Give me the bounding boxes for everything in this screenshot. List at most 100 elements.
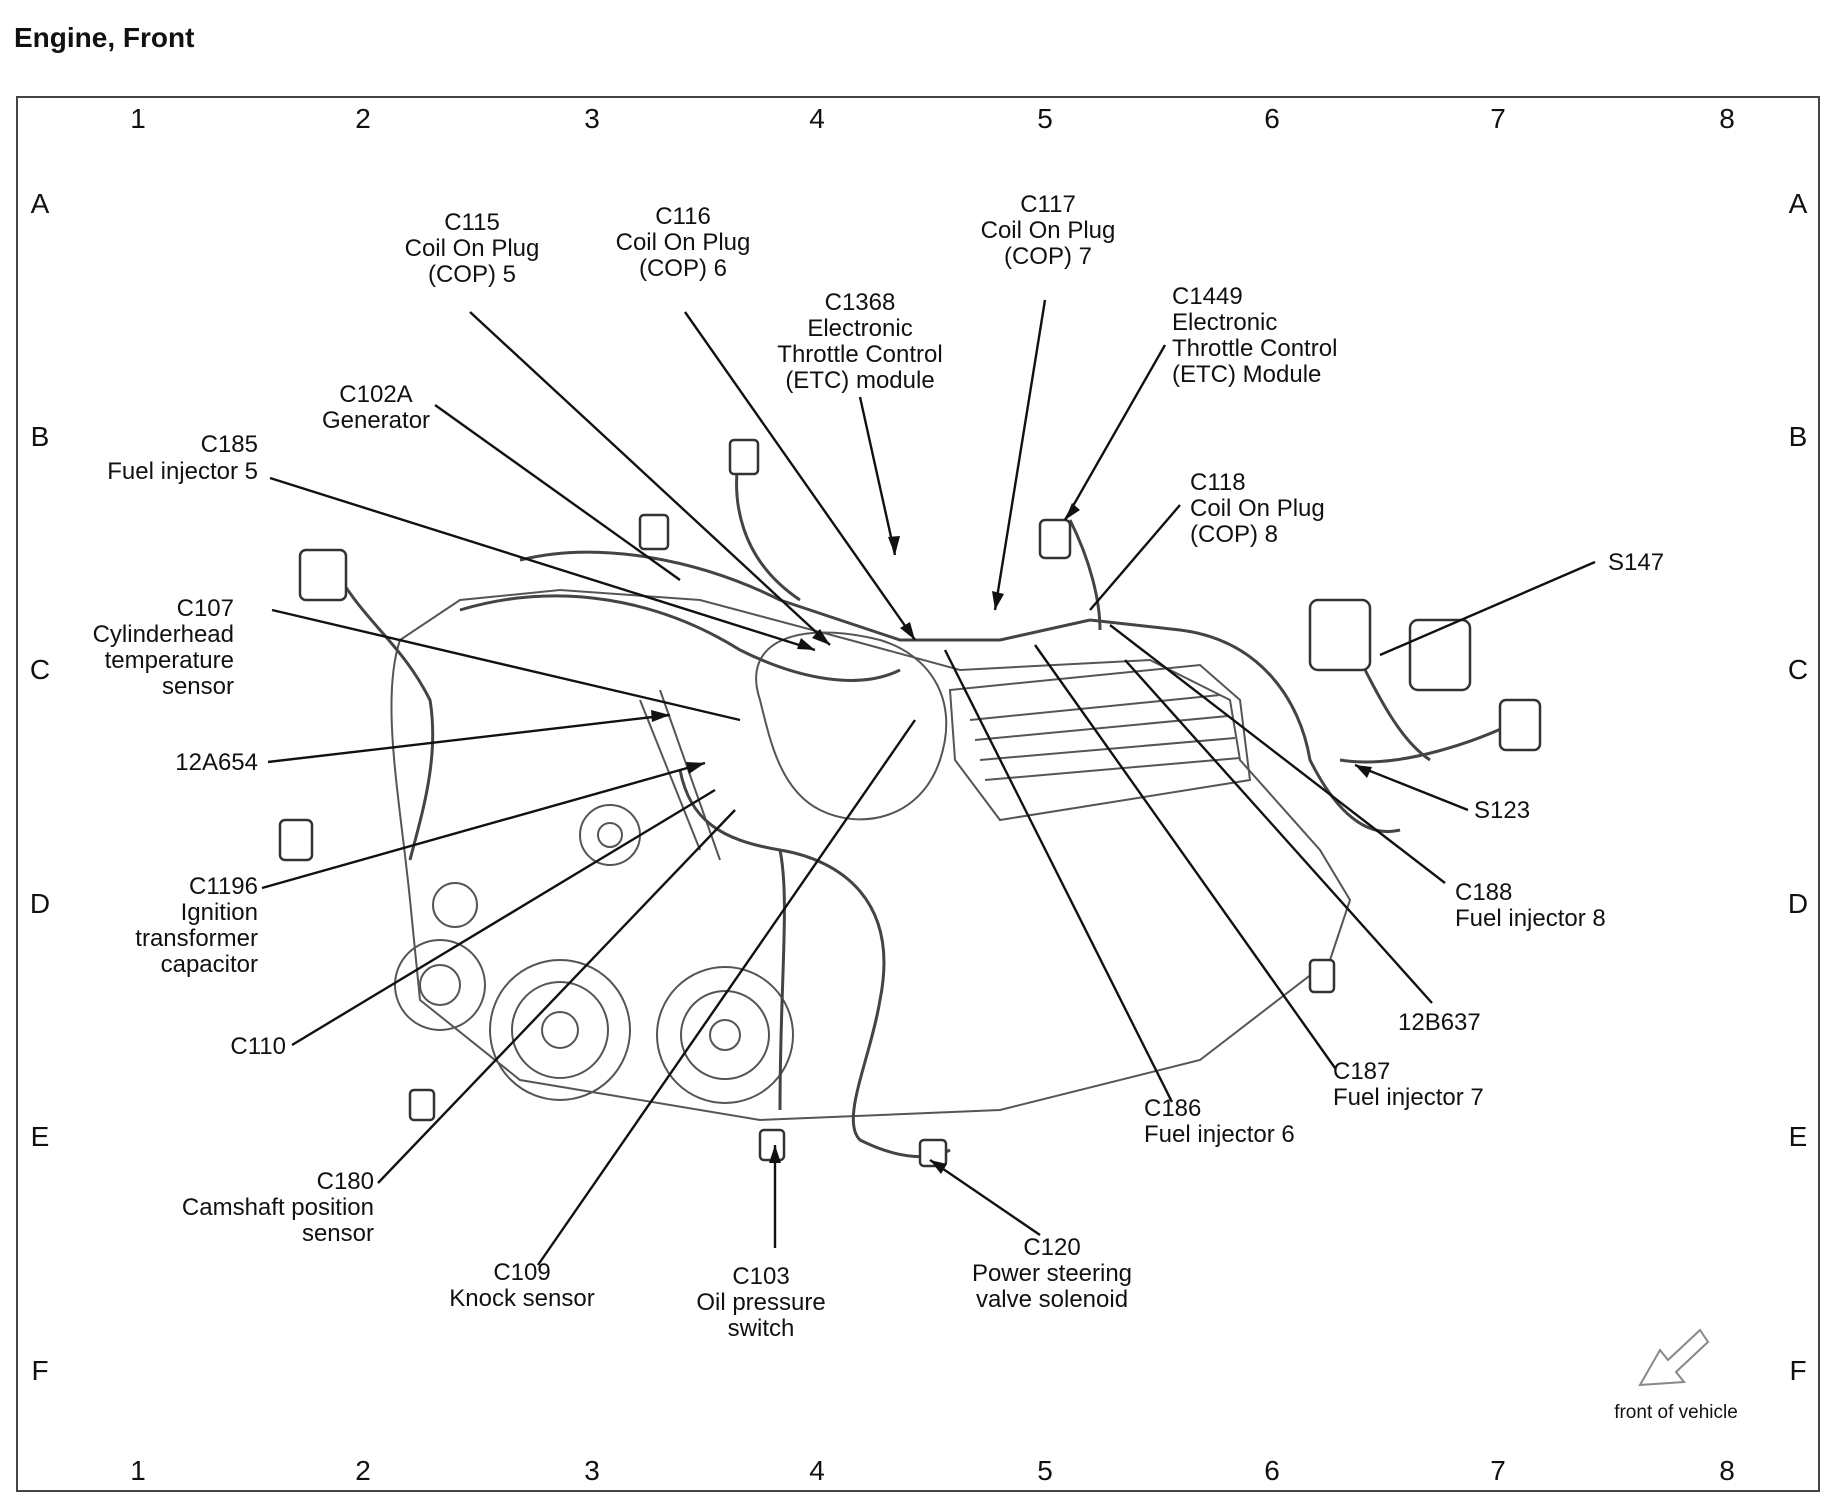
grid-col-6-top: 6 bbox=[1264, 103, 1280, 134]
label-c186-line2: Fuel injector 6 bbox=[1144, 1121, 1295, 1148]
label-c117-line3: (COP) 7 bbox=[1004, 243, 1092, 270]
connector-shape bbox=[638, 513, 670, 551]
grid-row-e-left: E bbox=[31, 1121, 50, 1152]
grid-col-6-bottom: 6 bbox=[1264, 1455, 1280, 1486]
grid-row-b-left: B bbox=[31, 421, 50, 452]
connector-shape bbox=[1308, 958, 1336, 994]
leader-12b637 bbox=[1124, 659, 1433, 1004]
callout-c120: C120 Power steering valve solenoid bbox=[972, 1234, 1132, 1313]
grid-col-5-top: 5 bbox=[1037, 103, 1053, 134]
label-c180-line1: C180 bbox=[317, 1168, 374, 1195]
label-c1196-line1: C1196 bbox=[189, 873, 258, 900]
ac-compressor bbox=[394, 939, 486, 1031]
callout-c186: C186 Fuel injector 6 bbox=[1144, 1095, 1295, 1148]
label-c115-line2: Coil On Plug bbox=[405, 235, 540, 262]
label-c1368-line4: (ETC) module bbox=[785, 367, 934, 394]
label-c116-line1: C116 bbox=[655, 203, 711, 230]
leader-c116 bbox=[684, 311, 916, 641]
leader-c186 bbox=[943, 649, 1174, 1103]
crank-pulley bbox=[489, 959, 631, 1101]
callout-c188: C188 Fuel injector 8 bbox=[1455, 879, 1606, 932]
leader-s147 bbox=[1379, 560, 1596, 657]
grid-row-a-right: A bbox=[1789, 188, 1808, 219]
grid-rows-right: A B C D E F bbox=[1788, 188, 1808, 1386]
label-c1368-line2: Electronic bbox=[807, 315, 912, 342]
label-c1196-line2: Ignition bbox=[181, 899, 258, 926]
leader-c110 bbox=[291, 788, 716, 1047]
connector-shape bbox=[728, 438, 760, 476]
label-c185-line1: C185 bbox=[201, 431, 258, 458]
grid-col-2-bottom: 2 bbox=[355, 1455, 371, 1486]
leader-lines bbox=[261, 299, 1596, 1266]
connector-shape bbox=[408, 1088, 436, 1122]
grid-col-8-top: 8 bbox=[1719, 103, 1735, 134]
label-c118-line1: C118 bbox=[1190, 469, 1246, 496]
leader-c107 bbox=[271, 608, 741, 722]
label-c107-line3: temperature bbox=[105, 647, 234, 674]
connector-shape bbox=[1038, 518, 1072, 560]
label-c115-line1: C115 bbox=[444, 209, 500, 236]
grid-col-1-bottom: 1 bbox=[130, 1455, 146, 1486]
grid-row-f-right: F bbox=[1789, 1355, 1806, 1386]
grid-col-4-top: 4 bbox=[809, 103, 825, 134]
leader-c187 bbox=[1034, 644, 1336, 1069]
label-c180-line2: Camshaft position bbox=[182, 1194, 374, 1221]
grid-col-7-top: 7 bbox=[1490, 103, 1506, 134]
connector-shape bbox=[1408, 618, 1472, 692]
label-c110: C110 bbox=[230, 1033, 286, 1060]
leader-c109 bbox=[537, 719, 916, 1266]
callout-c116: C116 Coil On Plug (COP) 6 bbox=[616, 203, 751, 282]
connector-shape bbox=[1308, 598, 1372, 672]
engine-illustration bbox=[390, 588, 1352, 1122]
label-c109-line2: Knock sensor bbox=[449, 1285, 594, 1312]
label-c180-line3: sensor bbox=[302, 1220, 374, 1247]
leader-c1368 bbox=[858, 396, 897, 556]
label-c188-line1: C188 bbox=[1455, 879, 1512, 906]
page-title: Engine, Front bbox=[14, 22, 195, 53]
label-c120-line3: valve solenoid bbox=[976, 1286, 1128, 1313]
grid-row-d-left: D bbox=[30, 888, 50, 919]
leader-c1449 bbox=[1063, 344, 1167, 521]
label-c1368-line1: C1368 bbox=[825, 289, 896, 316]
label-c118-line2: Coil On Plug bbox=[1190, 495, 1325, 522]
label-c187-line1: C187 bbox=[1333, 1058, 1390, 1085]
label-c118-line3: (COP) 8 bbox=[1190, 521, 1278, 548]
grid-row-a-left: A bbox=[31, 188, 50, 219]
connector-shape bbox=[1498, 698, 1542, 752]
label-c1196-line3: transformer bbox=[135, 925, 258, 952]
label-c116-line2: Coil On Plug bbox=[616, 229, 751, 256]
label-c103-line2: Oil pressure bbox=[696, 1289, 825, 1316]
label-s147: S147 bbox=[1608, 549, 1664, 576]
grid-rows-left: A B C D E F bbox=[30, 188, 50, 1386]
label-c1196-line4: capacitor bbox=[161, 951, 258, 978]
callout-c1196: C1196 Ignition transformer capacitor bbox=[135, 873, 258, 978]
connector-shape bbox=[918, 1138, 948, 1168]
label-c107-line4: sensor bbox=[162, 673, 234, 700]
label-12a654: 12A654 bbox=[175, 749, 258, 776]
engine-block-outline bbox=[390, 588, 1352, 1122]
label-c117-line2: Coil On Plug bbox=[981, 217, 1116, 244]
leader-c120 bbox=[929, 1159, 1041, 1236]
grid-row-c-left: C bbox=[30, 654, 50, 685]
callout-c109: C109 Knock sensor bbox=[449, 1259, 594, 1312]
label-c1449-line1: C1449 bbox=[1172, 283, 1243, 310]
connector-shape bbox=[298, 548, 348, 602]
callout-c115: C115 Coil On Plug (COP) 5 bbox=[405, 209, 540, 288]
grid-columns-bottom: 1 2 3 4 5 6 7 8 bbox=[130, 1455, 1735, 1486]
leader-s123 bbox=[1354, 763, 1469, 812]
label-c120-line1: C120 bbox=[1023, 1234, 1080, 1261]
grid-col-4-bottom: 4 bbox=[809, 1455, 825, 1486]
label-c188-line2: Fuel injector 8 bbox=[1455, 905, 1606, 932]
label-c115-line3: (COP) 5 bbox=[428, 261, 516, 288]
leader-c117 bbox=[993, 299, 1047, 611]
grid-row-c-right: C bbox=[1788, 654, 1808, 685]
throttle-body bbox=[755, 631, 948, 821]
wiring-harness bbox=[328, 449, 1521, 1159]
label-c116-line3: (COP) 6 bbox=[639, 255, 727, 282]
grid-row-f-left: F bbox=[31, 1355, 48, 1386]
label-c185-line2: Fuel injector 5 bbox=[107, 458, 258, 485]
callout-c180: C180 Camshaft position sensor bbox=[182, 1168, 374, 1247]
label-c1449-line3: Throttle Control bbox=[1172, 335, 1337, 362]
label-c1449-line2: Electronic bbox=[1172, 309, 1277, 336]
